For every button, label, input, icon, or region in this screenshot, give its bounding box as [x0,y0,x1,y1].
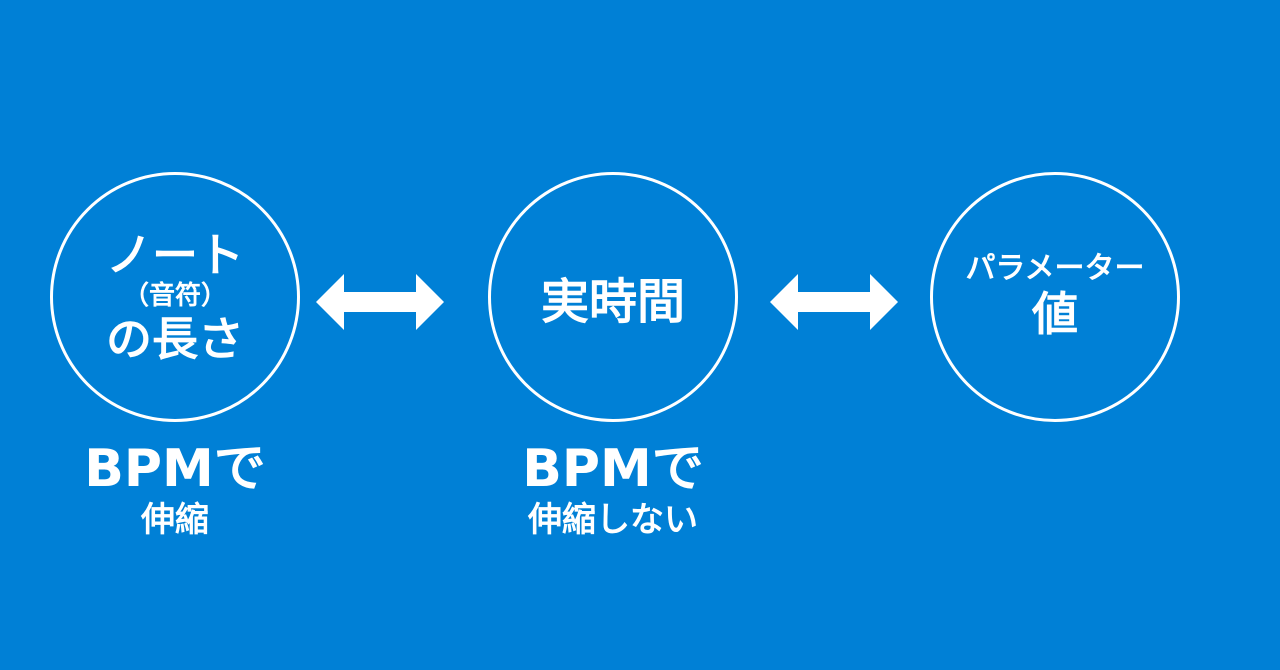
node-parameter-value-line1: パラメーター [965,251,1145,287]
node-note-length-line3: の長さ [106,311,244,366]
node-real-time: 実時間 [488,172,738,422]
node-note-length: ノート （音符） の長さ [50,172,300,422]
node-note-length-line1: ノート [106,227,244,282]
double-arrow-icon [316,274,444,330]
caption-note-length-line1: BPMで [84,439,266,499]
caption-real-time-line1: BPMで [522,439,704,499]
node-parameter-value-line2: 値 [1032,287,1078,342]
caption-real-time-line2: 伸縮しない [528,499,698,540]
node-parameter-value: パラメーター 値 [930,172,1180,422]
double-arrow-icon [770,274,898,330]
node-real-time-label: 実時間 [540,274,685,330]
caption-real-time: BPMで 伸縮しない [488,439,738,541]
caption-note-length: BPMで 伸縮 [50,439,300,541]
caption-note-length-line2: 伸縮 [141,499,209,540]
node-note-length-line2: （音符） [122,281,227,312]
